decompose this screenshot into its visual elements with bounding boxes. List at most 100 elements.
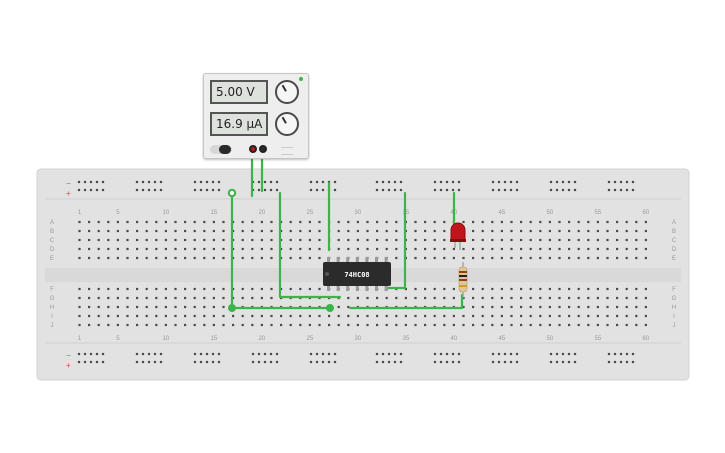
breadboard-hole[interactable]: [520, 305, 523, 309]
breadboard-hole[interactable]: [414, 323, 417, 327]
breadboard-hole[interactable]: [212, 323, 215, 327]
rail-hole[interactable]: [269, 188, 273, 192]
breadboard-hole[interactable]: [184, 238, 187, 242]
breadboard-hole[interactable]: [558, 305, 561, 309]
breadboard-hole[interactable]: [145, 247, 148, 251]
rail-hole[interactable]: [217, 360, 221, 364]
breadboard-hole[interactable]: [203, 220, 206, 224]
breadboard-hole[interactable]: [164, 305, 167, 309]
rail-hole[interactable]: [159, 188, 163, 192]
breadboard-hole[interactable]: [568, 256, 571, 260]
breadboard-hole[interactable]: [203, 314, 206, 318]
breadboard-hole[interactable]: [174, 220, 177, 224]
breadboard-hole[interactable]: [481, 220, 484, 224]
breadboard-hole[interactable]: [299, 314, 302, 318]
rail-hole[interactable]: [263, 360, 267, 364]
breadboard-hole[interactable]: [308, 314, 311, 318]
breadboard-hole[interactable]: [184, 220, 187, 224]
rail-hole[interactable]: [457, 352, 461, 356]
breadboard-hole[interactable]: [548, 314, 551, 318]
breadboard-hole[interactable]: [481, 238, 484, 242]
breadboard-hole[interactable]: [251, 238, 254, 242]
rail-hole[interactable]: [607, 188, 611, 192]
breadboard-hole[interactable]: [606, 287, 609, 291]
breadboard-hole[interactable]: [558, 323, 561, 327]
breadboard-hole[interactable]: [433, 229, 436, 233]
breadboard-hole[interactable]: [366, 314, 369, 318]
breadboard-hole[interactable]: [596, 287, 599, 291]
breadboard-hole[interactable]: [88, 220, 91, 224]
breadboard-hole[interactable]: [472, 238, 475, 242]
rail-hole[interactable]: [567, 180, 571, 184]
breadboard-hole[interactable]: [184, 287, 187, 291]
rail-hole[interactable]: [263, 188, 267, 192]
breadboard-hole[interactable]: [539, 314, 542, 318]
breadboard-hole[interactable]: [577, 247, 580, 251]
breadboard-hole[interactable]: [443, 287, 446, 291]
breadboard-hole[interactable]: [520, 247, 523, 251]
breadboard-hole[interactable]: [222, 323, 225, 327]
rail-hole[interactable]: [141, 360, 145, 364]
breadboard-hole[interactable]: [635, 314, 638, 318]
breadboard-hole[interactable]: [433, 314, 436, 318]
breadboard-hole[interactable]: [462, 220, 465, 224]
breadboard-hole[interactable]: [155, 323, 158, 327]
breadboard-hole[interactable]: [596, 256, 599, 260]
breadboard-hole[interactable]: [529, 323, 532, 327]
rail-hole[interactable]: [333, 188, 337, 192]
rail-hole[interactable]: [451, 352, 455, 356]
breadboard-hole[interactable]: [136, 256, 139, 260]
breadboard-hole[interactable]: [337, 305, 340, 309]
breadboard-hole[interactable]: [558, 287, 561, 291]
breadboard-hole[interactable]: [644, 229, 647, 233]
breadboard-hole[interactable]: [97, 238, 100, 242]
breadboard-hole[interactable]: [481, 314, 484, 318]
rail-hole[interactable]: [625, 360, 629, 364]
ic-pin[interactable]: [355, 257, 359, 263]
breadboard-hole[interactable]: [443, 229, 446, 233]
rail-hole[interactable]: [509, 360, 513, 364]
breadboard-hole[interactable]: [308, 256, 311, 260]
breadboard-hole[interactable]: [212, 247, 215, 251]
rail-hole[interactable]: [275, 360, 279, 364]
breadboard-hole[interactable]: [107, 296, 110, 300]
breadboard-hole[interactable]: [116, 287, 119, 291]
breadboard-hole[interactable]: [443, 247, 446, 251]
breadboard-hole[interactable]: [452, 287, 455, 291]
breadboard-hole[interactable]: [366, 247, 369, 251]
rail-hole[interactable]: [451, 188, 455, 192]
breadboard-hole[interactable]: [491, 247, 494, 251]
breadboard-hole[interactable]: [462, 305, 465, 309]
rail-hole[interactable]: [321, 180, 325, 184]
breadboard-hole[interactable]: [548, 305, 551, 309]
rail-hole[interactable]: [497, 352, 501, 356]
rail-hole[interactable]: [83, 180, 87, 184]
breadboard-hole[interactable]: [539, 323, 542, 327]
breadboard-hole[interactable]: [212, 229, 215, 233]
rail-hole[interactable]: [393, 180, 397, 184]
rail-hole[interactable]: [631, 352, 635, 356]
rail-hole[interactable]: [141, 188, 145, 192]
wire-gnd[interactable]: [278, 191, 342, 299]
breadboard-hole[interactable]: [404, 287, 407, 291]
breadboard-hole[interactable]: [88, 256, 91, 260]
breadboard-hole[interactable]: [529, 256, 532, 260]
breadboard-hole[interactable]: [260, 229, 263, 233]
breadboard-hole[interactable]: [251, 296, 254, 300]
breadboard-hole[interactable]: [145, 296, 148, 300]
breadboard-hole[interactable]: [356, 220, 359, 224]
breadboard-hole[interactable]: [443, 296, 446, 300]
breadboard-hole[interactable]: [78, 314, 81, 318]
rail-hole[interactable]: [275, 188, 279, 192]
rail-hole[interactable]: [497, 188, 501, 192]
breadboard-hole[interactable]: [356, 323, 359, 327]
breadboard-hole[interactable]: [414, 256, 417, 260]
breadboard-hole[interactable]: [616, 229, 619, 233]
breadboard-hole[interactable]: [164, 220, 167, 224]
rail-hole[interactable]: [387, 180, 391, 184]
breadboard-hole[interactable]: [635, 323, 638, 327]
breadboard-hole[interactable]: [174, 305, 177, 309]
breadboard-hole[interactable]: [577, 323, 580, 327]
breadboard-hole[interactable]: [558, 247, 561, 251]
rail-hole[interactable]: [631, 188, 635, 192]
